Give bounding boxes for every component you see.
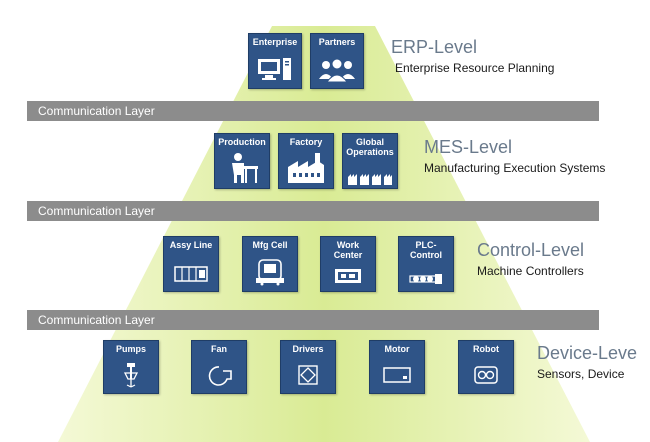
tile-enterprise[interactable]: Enterprise bbox=[248, 33, 302, 89]
assembly-line-icon bbox=[174, 266, 208, 282]
fan-icon bbox=[208, 366, 232, 386]
people-icon bbox=[319, 58, 355, 83]
driver-icon bbox=[298, 365, 318, 385]
communication-layer-band: Communication Layer bbox=[27, 310, 599, 330]
work-center-icon bbox=[335, 269, 361, 283]
tile-label: Factory bbox=[289, 137, 323, 147]
factory-icon bbox=[288, 153, 324, 183]
tile-label: Global Operations bbox=[346, 137, 394, 157]
tile-label: Partners bbox=[318, 37, 356, 47]
multiple-factories-icon bbox=[348, 174, 392, 185]
plc-icon bbox=[409, 274, 442, 284]
tile-factory[interactable]: Factory bbox=[278, 133, 334, 189]
tile-partners[interactable]: Partners bbox=[310, 33, 364, 89]
tile-work-center[interactable]: Work Center bbox=[320, 236, 376, 292]
erp-level-subtitle: Enterprise Resource Planning bbox=[395, 61, 555, 75]
tile-robot[interactable]: Robot bbox=[458, 340, 514, 394]
motor-icon bbox=[383, 367, 411, 383]
tile-label: Production bbox=[218, 137, 266, 147]
tile-plc-control[interactable]: PLC-Control bbox=[398, 236, 454, 292]
machine-cell-icon bbox=[256, 259, 284, 286]
tile-fan[interactable]: Fan bbox=[191, 340, 247, 394]
tile-label: Mfg Cell bbox=[252, 240, 288, 250]
device-level-title: Device-Leve bbox=[537, 343, 638, 363]
tile-drivers[interactable]: Drivers bbox=[280, 340, 336, 394]
erp-level-title: ERP-Level bbox=[391, 37, 478, 57]
tile-label: Motor bbox=[384, 344, 410, 354]
robot-icon bbox=[474, 366, 498, 384]
communication-layer-band: Communication Layer bbox=[27, 101, 599, 121]
tile-label: Drivers bbox=[292, 344, 324, 354]
tile-label: Work Center bbox=[333, 240, 363, 260]
mes-level-subtitle: Manufacturing Execution Systems bbox=[424, 161, 606, 175]
tile-pumps[interactable]: Pumps bbox=[103, 340, 159, 394]
control-level-subtitle: Machine Controllers bbox=[477, 264, 584, 278]
tile-label: Robot bbox=[473, 344, 499, 354]
tile-mfg-cell[interactable]: Mfg Cell bbox=[242, 236, 298, 292]
tile-label: Pumps bbox=[115, 344, 146, 354]
tile-label: Enterprise bbox=[252, 37, 298, 47]
tile-label: PLC-Control bbox=[410, 240, 442, 260]
control-level-title: Control-Level bbox=[477, 240, 585, 260]
computer-icon bbox=[258, 58, 291, 80]
tile-label: Fan bbox=[210, 344, 227, 354]
tile-production[interactable]: Production bbox=[214, 133, 270, 189]
communication-layer-band: Communication Layer bbox=[27, 201, 599, 221]
device-level-subtitle: Sensors, Device bbox=[537, 367, 625, 381]
mes-level-title: MES-Level bbox=[424, 137, 513, 157]
tile-label: Assy Line bbox=[169, 240, 213, 250]
worker-icon bbox=[232, 153, 258, 183]
tile-assy-line[interactable]: Assy Line bbox=[163, 236, 219, 292]
tile-global-operations[interactable]: Global Operations bbox=[342, 133, 398, 189]
tile-motor[interactable]: Motor bbox=[369, 340, 425, 394]
pump-icon bbox=[123, 363, 139, 388]
